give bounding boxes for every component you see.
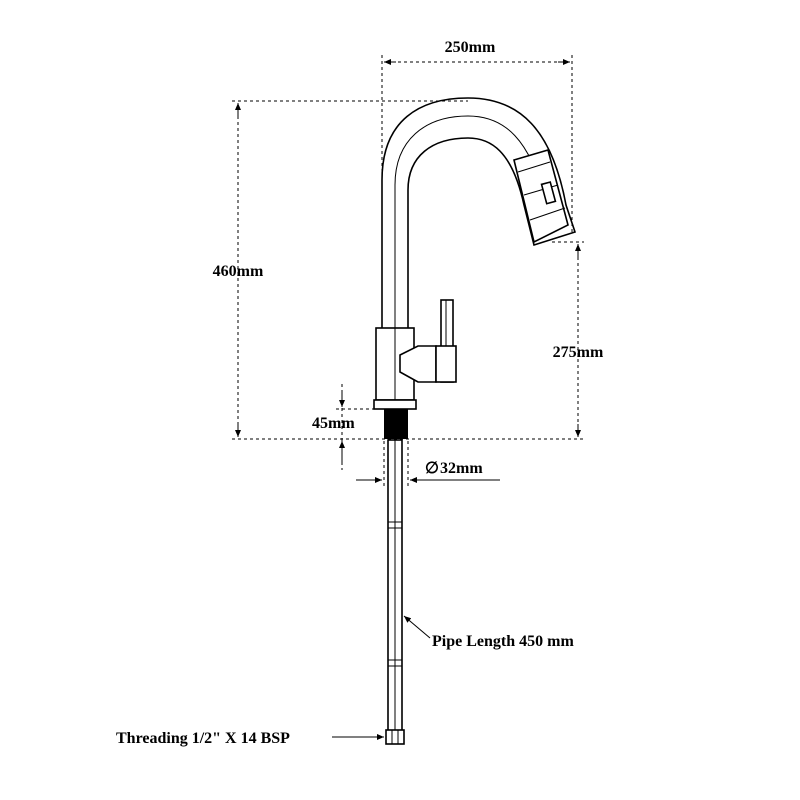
width-dimension: 250mm — [381, 39, 573, 232]
faucet-outline — [373, 97, 577, 745]
pipe-length-label: Pipe Length 450 mm — [432, 633, 574, 650]
base-height-dimension: 45mm — [312, 384, 384, 470]
height-dimension: 460mm — [213, 100, 584, 440]
diameter-dimension: ∅ 32mm — [356, 441, 500, 486]
threaded-insert — [384, 409, 408, 439]
threading-label: Threading 1/2" X 14 BSP — [116, 730, 290, 747]
base-flange — [373, 399, 417, 410]
width-label: 250mm — [445, 39, 496, 56]
height-label: 460mm — [213, 263, 264, 280]
spout-height-label: 275mm — [553, 344, 604, 361]
diameter-label: 32mm — [440, 460, 483, 477]
spray-head — [513, 149, 569, 244]
diameter-symbol: ∅ — [425, 460, 439, 477]
pipe-length-callout: Pipe Length 450 mm — [403, 615, 574, 650]
threading-callout: Threading 1/2" X 14 BSP — [116, 730, 384, 747]
base-height-label: 45mm — [312, 415, 355, 432]
spout-height-dimension: 275mm — [552, 241, 604, 437]
thread-fitting — [385, 729, 405, 745]
